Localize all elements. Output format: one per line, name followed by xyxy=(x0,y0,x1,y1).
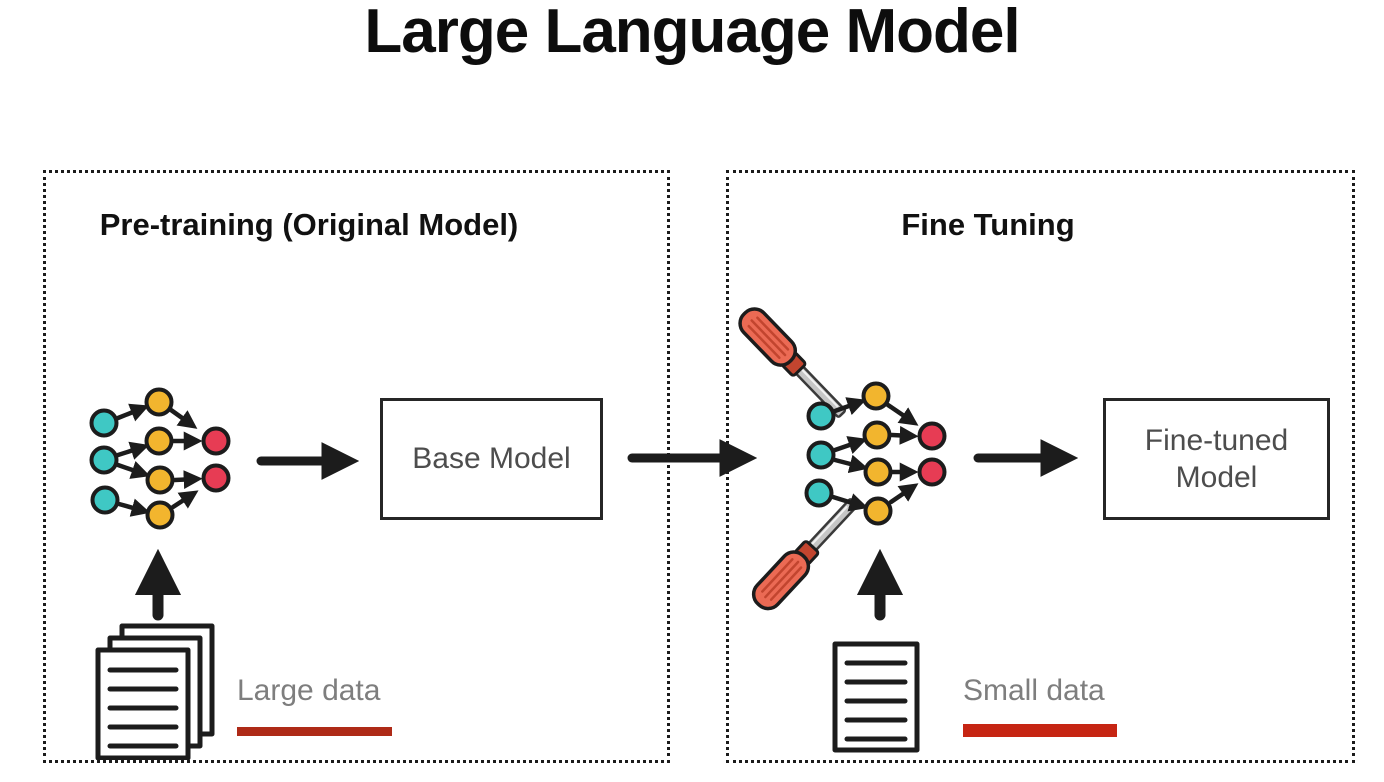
small-data-underline xyxy=(963,724,1117,737)
page-title: Large Language Model xyxy=(364,0,1020,66)
small-data-label: Small data xyxy=(963,674,1105,707)
documents-stack-icon xyxy=(95,623,215,760)
base-model-box: Base Model xyxy=(380,398,603,520)
neural-network-icon xyxy=(804,381,947,526)
neural-network-icon xyxy=(89,387,231,530)
fine-tuned-model-box: Fine-tuned Model xyxy=(1103,398,1330,520)
large-data-label: Large data xyxy=(237,674,381,707)
pretraining-heading: Pre-training (Original Model) xyxy=(99,207,519,242)
pretraining-graphics xyxy=(89,387,360,760)
document-icon xyxy=(832,641,920,753)
pretraining-panel: Pre-training (Original Model) xyxy=(43,170,670,763)
large-data-underline xyxy=(237,727,392,736)
screwdriver-icon xyxy=(738,307,847,418)
arrow-right-icon xyxy=(627,439,758,477)
base-model-label: Base Model xyxy=(412,442,571,476)
fine-tuned-model-label-line1: Fine-tuned xyxy=(1144,423,1289,457)
fine-tuned-model-label-line2: Model xyxy=(1175,461,1258,494)
finetuning-heading: Fine Tuning xyxy=(901,207,1075,242)
screwdriver-icon xyxy=(751,498,859,611)
finetuning-graphics xyxy=(738,307,1079,753)
